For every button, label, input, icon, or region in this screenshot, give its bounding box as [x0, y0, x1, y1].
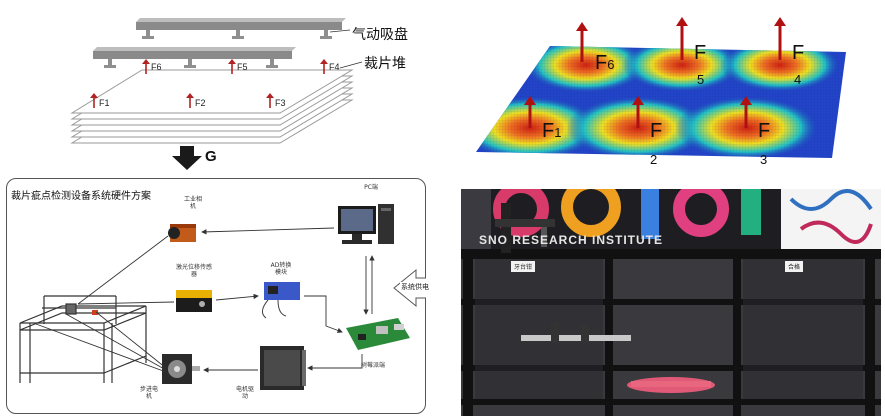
motor-driver-icon [260, 346, 306, 390]
heat-f5: F [694, 42, 707, 64]
heat-f2-sub: 2 [650, 152, 658, 167]
equipment-photo: SNO RESEARCH INSTITUTE 牙台钳 合格 [461, 189, 881, 416]
hardware-scheme-drawing [19, 204, 426, 390]
gravity-label: G [205, 148, 217, 165]
equipment-photo-art [461, 189, 881, 416]
pc-icon [338, 204, 394, 244]
label-stack: 裁片堆 [364, 56, 406, 72]
raspberry-pi-icon [346, 318, 410, 350]
adc-module-icon [262, 282, 300, 319]
photo-banner: SNO RESEARCH INSTITUTE [479, 233, 664, 247]
suction-bar-upper [136, 18, 346, 39]
sheet-stack [70, 69, 354, 144]
label-pc: PC端 [364, 184, 378, 191]
force-label-f1: F1 [99, 98, 110, 108]
connection-arrows [35, 227, 375, 373]
photo-sign-left: 牙台钳 [511, 261, 536, 272]
force-label-f2: F2 [195, 98, 206, 108]
label-pi: 树莓派端 [360, 362, 385, 369]
machine-frame [19, 295, 147, 383]
force-arrows-heatmap [524, 17, 786, 128]
heat-f1: F1 [542, 120, 562, 142]
heat-f6: F6 [595, 52, 615, 74]
suction-stack-diagram [70, 18, 363, 170]
force-label-f4: F4 [329, 62, 340, 72]
force-arrows-diagram [90, 59, 328, 108]
label-motor: 步进电机 [139, 386, 158, 400]
label-suction: 气动吸盘 [352, 27, 408, 43]
force-label-f6: F6 [151, 62, 162, 72]
heat-f4-sub: 4 [794, 72, 802, 87]
suction-bar-lower [93, 47, 296, 68]
force-label-f5: F5 [237, 62, 248, 72]
gravity-arrow [172, 146, 202, 170]
force-label-f3: F3 [275, 98, 286, 108]
pressure-heatmap [476, 17, 846, 158]
heat-f5-sub: 5 [697, 72, 705, 87]
photo-sign-right: 合格 [785, 261, 804, 272]
heat-f2: F [650, 120, 663, 142]
label-camera: 工业相机 [183, 196, 202, 210]
hardware-title: 裁片疵点检测设备系统硬件方案 [11, 191, 151, 202]
laser-sensor-icon [176, 290, 212, 312]
camera-icon [168, 224, 196, 242]
label-adc: AD转换模块 [270, 262, 292, 276]
heat-f3-sub: 3 [760, 152, 768, 167]
label-power: 系统供电 [400, 282, 430, 292]
heat-f4: F [792, 42, 805, 64]
stepper-motor-icon [162, 354, 200, 384]
label-driver: 电机驱动 [235, 386, 254, 400]
heat-f3: F [758, 120, 771, 142]
label-laser: 激光位移传感器 [176, 264, 213, 278]
